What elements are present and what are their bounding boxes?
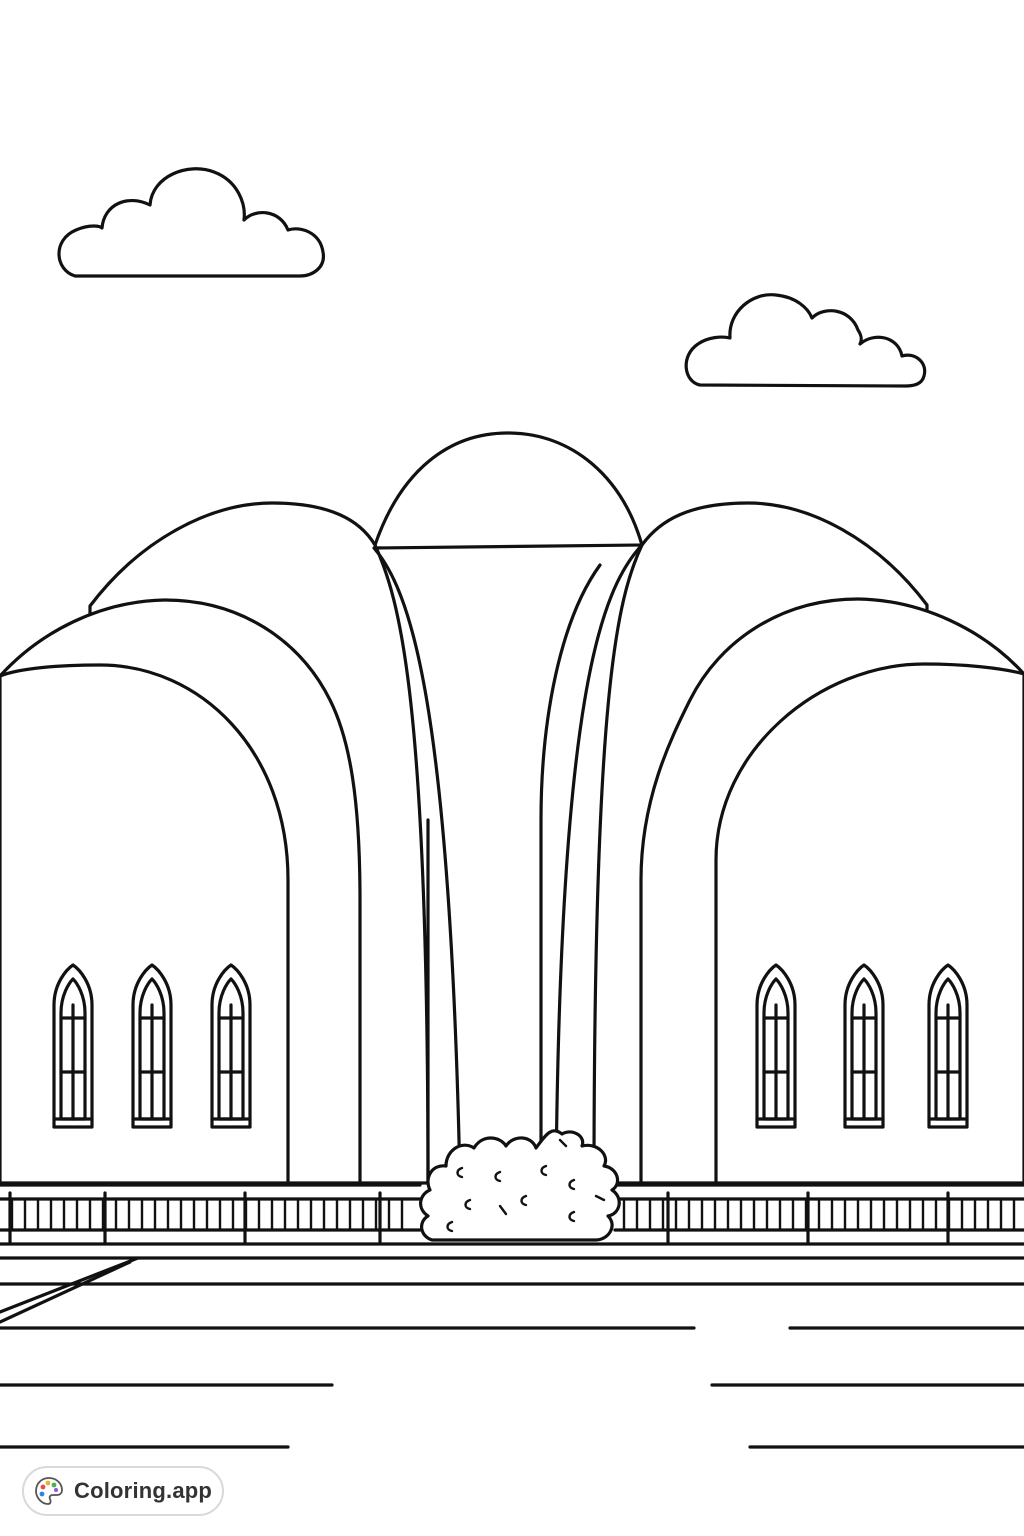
- gothic-window: [843, 963, 885, 1129]
- windows-group: [52, 963, 969, 1129]
- center-pillar-right-edge: [539, 563, 602, 1185]
- bush-leaf-marks: [446, 1138, 606, 1233]
- center-rib-right: [554, 543, 644, 1185]
- fence: [0, 1183, 1024, 1244]
- brand-badge[interactable]: Coloring.app: [22, 1466, 224, 1516]
- center-rib-left: [372, 546, 462, 1185]
- brand-name: Coloring.app: [74, 1478, 213, 1503]
- center-dome: [372, 431, 644, 550]
- ground: [0, 1242, 1024, 1449]
- cloud-right: [684, 293, 927, 388]
- gothic-window: [927, 963, 969, 1129]
- gothic-window: [131, 963, 173, 1129]
- bush: [419, 1129, 621, 1242]
- palette-icon: [35, 1477, 63, 1505]
- cloud-left: [57, 167, 325, 278]
- gothic-window: [52, 963, 94, 1129]
- gothic-window: [210, 963, 252, 1129]
- gothic-window: [755, 963, 797, 1129]
